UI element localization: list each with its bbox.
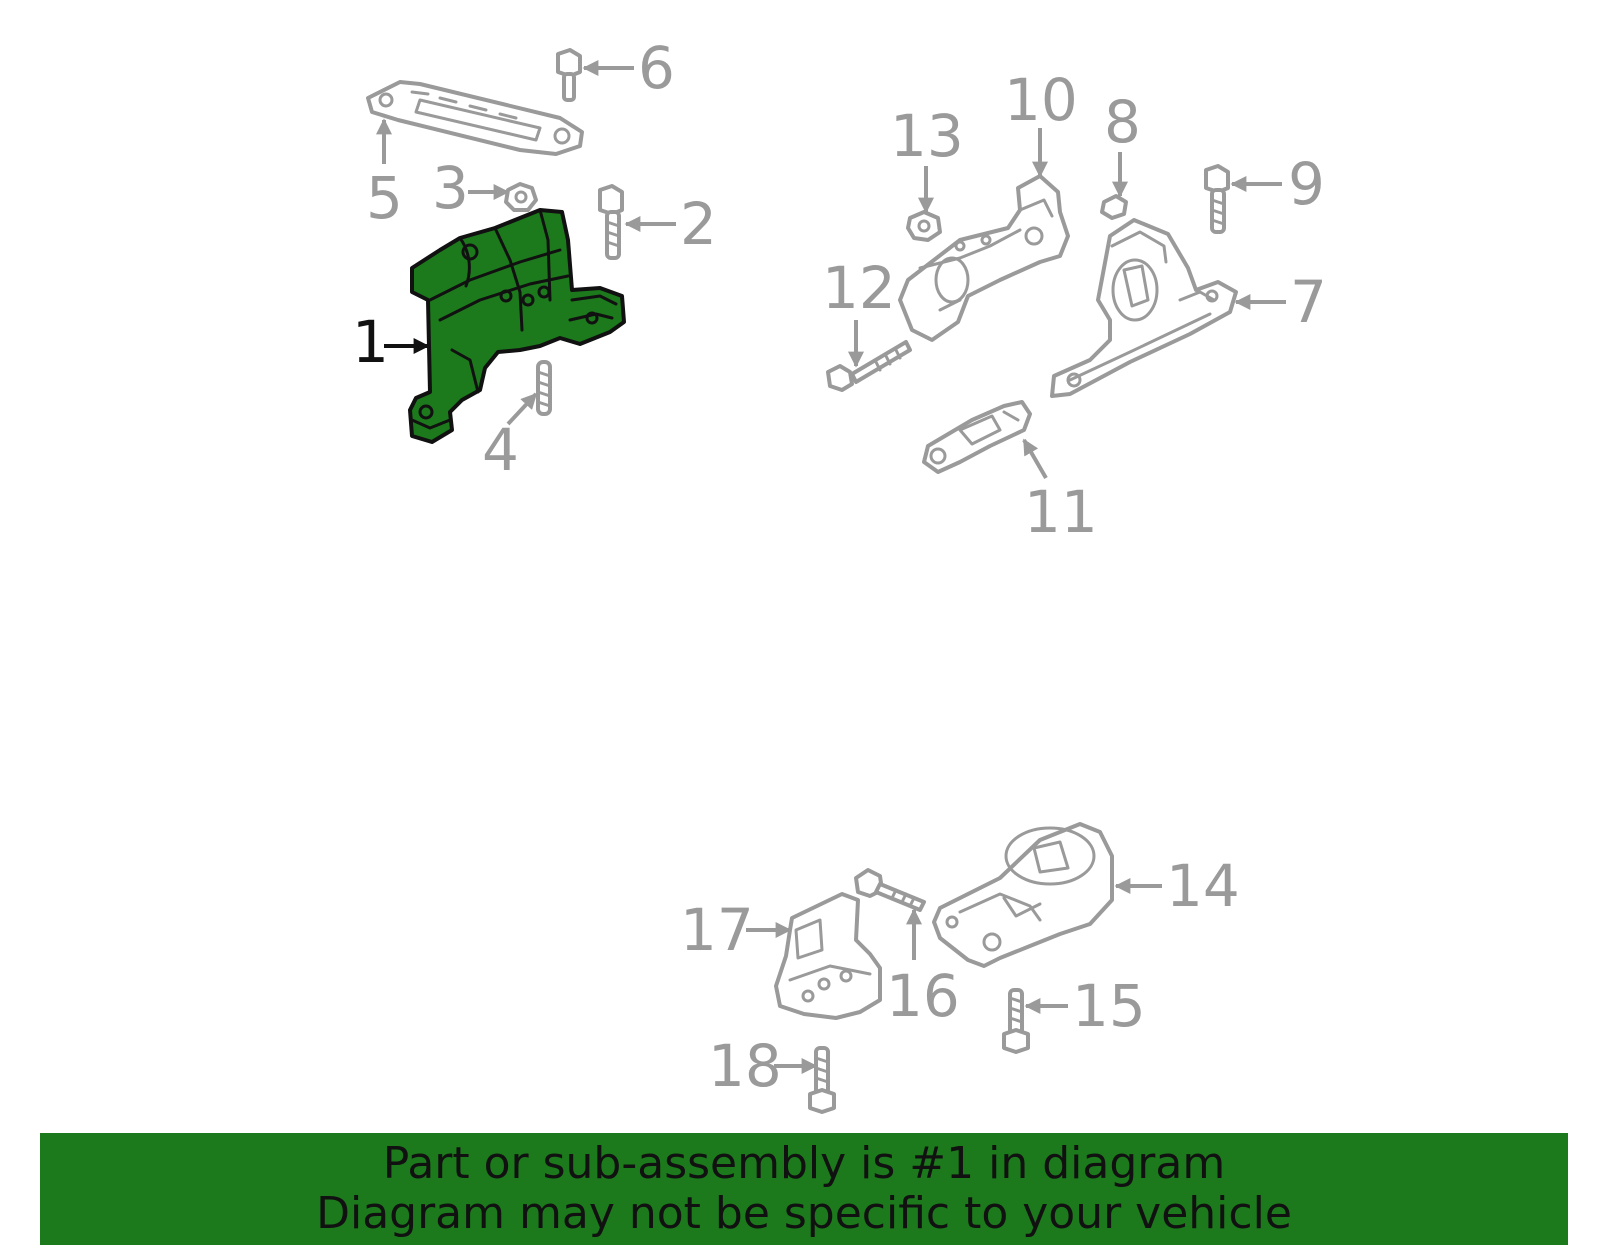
callout-10[interactable]: 10 <box>1004 66 1078 134</box>
leader-lines <box>376 60 1286 1074</box>
part-8-nut[interactable] <box>1100 194 1128 220</box>
callout-numbers: 1 2 3 4 5 6 7 8 9 10 11 12 13 14 15 16 1… <box>352 34 1327 1100</box>
callout-2[interactable]: 2 <box>680 190 717 258</box>
part-14-rear-mount[interactable] <box>932 822 1114 968</box>
callout-3[interactable]: 3 <box>432 154 469 222</box>
callout-7[interactable]: 7 <box>1290 268 1327 336</box>
banner-line-1: Part or sub-assembly is #1 in diagram <box>382 1138 1226 1189</box>
part-7-mount-bracket[interactable] <box>1050 218 1238 398</box>
part-3-nut[interactable] <box>504 182 538 212</box>
callout-4[interactable]: 4 <box>482 416 519 484</box>
callout-6[interactable]: 6 <box>638 34 675 102</box>
callout-11[interactable]: 11 <box>1024 478 1098 546</box>
part-17-bracket[interactable] <box>774 892 882 1020</box>
part-4-stud[interactable] <box>536 360 552 416</box>
callout-14[interactable]: 14 <box>1166 852 1240 920</box>
part-9-bolt[interactable] <box>1204 164 1230 234</box>
callout-8[interactable]: 8 <box>1104 88 1141 156</box>
part-2-bolt[interactable] <box>598 184 624 260</box>
callout-13[interactable]: 13 <box>890 102 964 170</box>
part-11-torque-rod[interactable] <box>922 400 1032 474</box>
part-12-long-bolt[interactable] <box>826 340 912 392</box>
part-10-insulator[interactable] <box>898 174 1070 342</box>
part-15-bolt[interactable] <box>1002 988 1030 1054</box>
part-13-nut[interactable] <box>906 210 942 242</box>
callout-16[interactable]: 16 <box>886 962 960 1030</box>
info-banner: Part or sub-assembly is #1 in diagram Di… <box>40 1133 1568 1245</box>
part-1-engine-mount[interactable] <box>408 208 626 444</box>
part-6-bolt[interactable] <box>556 48 582 102</box>
callout-18[interactable]: 18 <box>708 1032 782 1100</box>
part-18-bolt[interactable] <box>808 1046 836 1114</box>
part-16-bolt[interactable] <box>854 868 926 912</box>
callout-9[interactable]: 9 <box>1288 150 1325 218</box>
part-5-bracket-plate[interactable] <box>366 80 584 156</box>
banner-line-2: Diagram may not be specific to your vehi… <box>316 1188 1292 1239</box>
callout-12[interactable]: 12 <box>822 254 896 322</box>
callout-15[interactable]: 15 <box>1072 972 1146 1040</box>
callout-5[interactable]: 5 <box>366 164 403 232</box>
callout-1[interactable]: 1 <box>352 308 389 376</box>
callout-17[interactable]: 17 <box>680 896 754 964</box>
